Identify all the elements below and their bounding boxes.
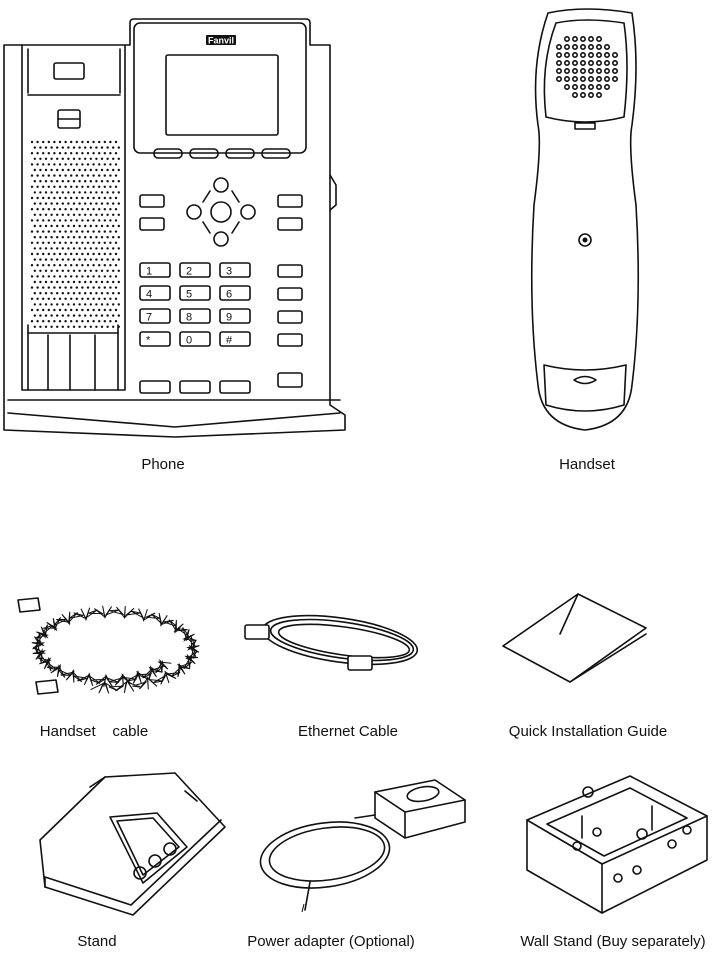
keypad-key: # xyxy=(219,331,251,347)
stand-illustration xyxy=(35,765,230,920)
keypad-key: 3 xyxy=(219,262,251,278)
ethernet-cable-illustration xyxy=(240,600,425,685)
phone-illustration: Fanvil 1 2 3 4 5 6 7 8 9 * 0 # xyxy=(0,15,350,440)
svg-text:#: # xyxy=(226,335,233,347)
wall-stand-label: Wall Stand (Buy separately) xyxy=(520,933,706,950)
keypad-key: 1 xyxy=(139,262,171,278)
svg-text:5: 5 xyxy=(186,289,192,301)
handset-cable-label: Handset cable xyxy=(39,723,149,740)
keypad-key: * xyxy=(139,331,171,347)
ethernet-cable-label: Ethernet Cable xyxy=(297,723,399,740)
keypad-key: 6 xyxy=(219,285,251,301)
svg-text:0: 0 xyxy=(186,335,192,347)
keypad-key: 9 xyxy=(219,308,251,324)
keypad-key: 2 xyxy=(179,262,211,278)
power-adapter-illustration xyxy=(255,760,470,915)
svg-text:*: * xyxy=(146,335,151,347)
quick-guide-illustration xyxy=(498,590,648,690)
keypad-key: 8 xyxy=(179,308,211,324)
quick-guide-label: Quick Installation Guide xyxy=(508,723,668,740)
svg-text:1: 1 xyxy=(146,266,152,278)
brand-logo: Fanvil xyxy=(208,36,234,46)
keypad-key: 5 xyxy=(179,285,211,301)
svg-text:4: 4 xyxy=(146,289,152,301)
power-adapter-label: Power adapter (Optional) xyxy=(247,933,415,950)
handset-label: Handset xyxy=(559,456,615,473)
svg-text:3: 3 xyxy=(226,266,232,278)
svg-text:6: 6 xyxy=(226,289,232,301)
stand-label: Stand xyxy=(77,933,117,950)
svg-text:2: 2 xyxy=(186,266,192,278)
svg-text:8: 8 xyxy=(186,312,192,324)
handset-illustration xyxy=(520,5,650,445)
phone-label: Phone xyxy=(141,456,185,473)
keypad-key: 0 xyxy=(179,331,211,347)
keypad-key: 7 xyxy=(139,308,171,324)
svg-text:9: 9 xyxy=(226,312,232,324)
handset-cable-illustration xyxy=(10,590,215,705)
keypad-key: 4 xyxy=(139,285,171,301)
wall-stand-illustration xyxy=(522,768,712,918)
svg-text:7: 7 xyxy=(146,312,152,324)
